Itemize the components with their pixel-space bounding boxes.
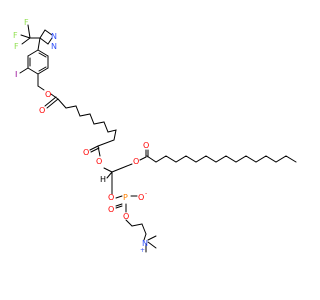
atom-label-o: O — [45, 90, 51, 99]
bond-lines — [19, 24, 297, 253]
bond-chain — [65, 105, 117, 147]
bond — [89, 145, 99, 151]
charge-plus: + — [140, 247, 145, 254]
atom-label-o: O — [96, 157, 102, 166]
atom-label-f: F — [14, 42, 19, 51]
bond — [27, 67, 39, 75]
bond — [27, 49, 39, 57]
bond — [37, 37, 41, 51]
bond — [44, 29, 53, 36]
atom-label-f: F — [13, 31, 18, 40]
bond — [131, 223, 143, 227]
bond — [147, 241, 157, 249]
bond — [143, 233, 147, 241]
bond — [19, 67, 29, 74]
atom-label-o: O — [133, 157, 139, 166]
atom-labels: F F F N N I O O O O H O O O P O - O O N … — [13, 18, 149, 254]
charge-minus: - — [145, 190, 147, 197]
atom-label-p: P — [123, 193, 128, 202]
bond — [115, 195, 123, 199]
bond — [50, 93, 59, 100]
bond — [37, 67, 49, 75]
bond — [38, 66, 47, 72]
atom-label-n: N — [142, 239, 148, 248]
bond — [38, 52, 47, 58]
bond — [147, 235, 157, 241]
bond — [21, 37, 31, 45]
bond — [106, 171, 113, 179]
bond — [141, 223, 147, 235]
atom-label-o: O — [39, 106, 45, 115]
atom-label-n: N — [51, 42, 57, 51]
bond — [47, 37, 53, 45]
atom-label-o: O — [108, 193, 114, 202]
atom-label-o: O — [143, 141, 149, 150]
bond — [115, 203, 123, 207]
bond — [44, 96, 57, 107]
bond — [97, 145, 101, 157]
atom-label-o: O — [108, 205, 114, 214]
bond — [111, 167, 123, 173]
bond — [57, 98, 67, 109]
bond — [27, 24, 31, 39]
bond — [103, 167, 113, 173]
bond — [90, 147, 100, 153]
atom-label-f: F — [24, 18, 29, 27]
atom-label-o: O — [83, 148, 89, 157]
bond — [125, 219, 133, 227]
bond — [139, 156, 147, 161]
bond — [121, 163, 133, 169]
atom-label-h: H — [100, 175, 106, 184]
bond — [46, 98, 59, 109]
molecule-structure-diagram: F F F N N I O O O O H O O O P O - O O N … — [13, 18, 297, 254]
bond — [39, 29, 46, 39]
bond — [39, 37, 49, 45]
atom-label-o: O — [138, 193, 144, 202]
bond-chain — [146, 155, 297, 163]
atom-label-i: I — [15, 70, 17, 79]
atom-label-n: N — [51, 32, 57, 41]
atom-label-o: O — [123, 212, 129, 221]
bond — [37, 85, 45, 91]
bond — [115, 205, 123, 209]
bond — [37, 49, 49, 57]
bond — [20, 34, 31, 39]
